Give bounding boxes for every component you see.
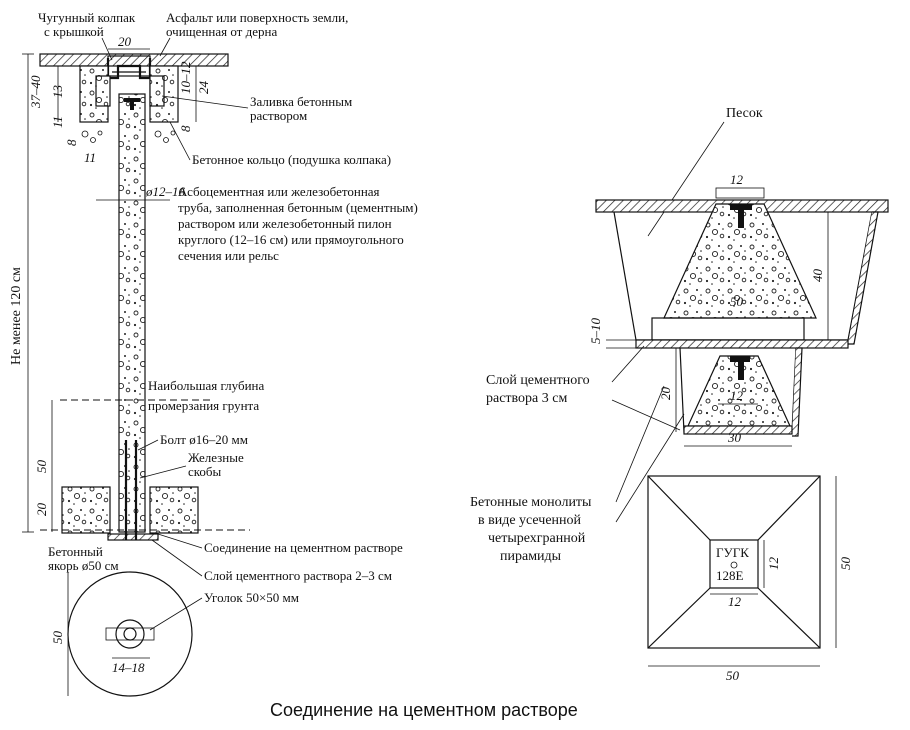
dim-50-sq-r: 50 bbox=[838, 557, 853, 571]
anchor-right bbox=[149, 486, 199, 534]
label-monoliths-2: в виде усеченной bbox=[478, 513, 582, 528]
dim-40: 40 bbox=[810, 269, 825, 283]
label-anchor-2: якорь ø50 см bbox=[48, 558, 119, 573]
label-bolt: Болт ø16–20 мм bbox=[160, 432, 248, 447]
dim-11b: 11 bbox=[84, 150, 96, 165]
label-concrete-pour-2: раствором bbox=[250, 108, 307, 123]
label-asphalt-2: очищенная от дерна bbox=[166, 24, 277, 39]
label-concrete-ring: Бетонное кольцо (подушка колпака) bbox=[192, 152, 391, 167]
concrete-pipe-column bbox=[118, 93, 146, 533]
dim-24: 24 bbox=[196, 81, 211, 95]
label-angle: Уголок 50×50 мм bbox=[204, 590, 299, 605]
label-pipe-1: Асбоцементная или железобетонная bbox=[178, 184, 380, 199]
dim-20-left: 20 bbox=[34, 503, 49, 517]
rubble bbox=[81, 130, 176, 143]
dim-11a: 11 bbox=[50, 116, 65, 128]
label-sand: Песок bbox=[726, 106, 763, 121]
plate-text-1: ГУГК bbox=[716, 545, 749, 560]
dim-50-plan: 50 bbox=[50, 631, 65, 645]
dim-12-16: ø12–16 bbox=[145, 184, 186, 199]
left-section: Не менее 120 см 50 20 20 37–40 13 11 8 1… bbox=[9, 10, 418, 697]
label-monoliths-4: пирамиды bbox=[500, 549, 562, 564]
dim-14-18: 14–18 bbox=[112, 660, 145, 675]
rail-head bbox=[124, 98, 140, 110]
dim-12-top: 12 bbox=[730, 172, 744, 187]
dim-50-mid: 50 bbox=[730, 294, 744, 309]
label-cast-iron-cap-1: Чугунный колпак bbox=[38, 10, 136, 25]
dim-10-12: 10–12 bbox=[178, 61, 193, 94]
figure-caption: Соединение на цементном растворе bbox=[270, 700, 578, 720]
monolith-plan-square bbox=[647, 475, 821, 649]
dim-20-right: 20 bbox=[658, 387, 673, 401]
dim-12-small: 12 bbox=[730, 388, 744, 403]
label-asphalt-1: Асфальт или поверхность земли, bbox=[166, 10, 348, 25]
dim-13: 13 bbox=[50, 85, 65, 99]
dim-37-40: 37–40 bbox=[28, 75, 43, 109]
dim-50-sq-b: 50 bbox=[726, 668, 740, 683]
label-frost-2: промерзания грунта bbox=[148, 398, 259, 413]
label-pipe-2: труба, заполненная бетонным (цементным) bbox=[178, 200, 418, 215]
dim-50-left: 50 bbox=[34, 460, 49, 474]
label-monoliths-3: четырехгранной bbox=[488, 531, 586, 546]
dim-8a: 8 bbox=[64, 139, 79, 146]
label-cement-joint: Соединение на цементном растворе bbox=[204, 540, 403, 555]
label-cast-iron-cap-2: с крышкой bbox=[44, 24, 104, 39]
label-cement-layer-left: Слой цементного раствора 2–3 см bbox=[204, 568, 392, 583]
dim-30: 30 bbox=[727, 430, 742, 445]
label-pipe-3: раствором или железобетонный пилон bbox=[178, 216, 392, 231]
right-section: Песок 12 40 50 5–10 12 20 bbox=[470, 106, 889, 683]
label-monoliths-1: Бетонные монолиты bbox=[470, 495, 592, 510]
dim-12-plate-r: 12 bbox=[766, 557, 781, 571]
dim-20-top: 20 bbox=[118, 34, 132, 49]
label-cement-layer-right-1: Слой цементного bbox=[486, 373, 590, 388]
label-cement-layer-right-2: раствора 3 см bbox=[486, 391, 567, 406]
label-brackets-1: Железные bbox=[188, 450, 244, 465]
anchor-left bbox=[61, 486, 111, 534]
label-frost-1: Наибольшая глубина bbox=[148, 378, 265, 393]
dim-5-10: 5–10 bbox=[588, 318, 603, 345]
dim-8b: 8 bbox=[178, 125, 193, 132]
label-pipe-5: сечения или рельс bbox=[178, 248, 279, 263]
plan-plate bbox=[709, 539, 759, 589]
dim-12-plate-b: 12 bbox=[728, 594, 742, 609]
label-pipe-4: круглого (12–16 см) или прямоугольного bbox=[178, 232, 404, 247]
plate-text-2: 128Е bbox=[716, 568, 744, 583]
anchor-plan-circle bbox=[67, 571, 193, 697]
label-vertical-min: Не менее 120 см bbox=[9, 267, 24, 365]
label-brackets-2: скобы bbox=[188, 464, 222, 479]
label-concrete-pour-1: Заливка бетонным bbox=[250, 94, 352, 109]
label-anchor-1: Бетонный bbox=[48, 544, 103, 559]
